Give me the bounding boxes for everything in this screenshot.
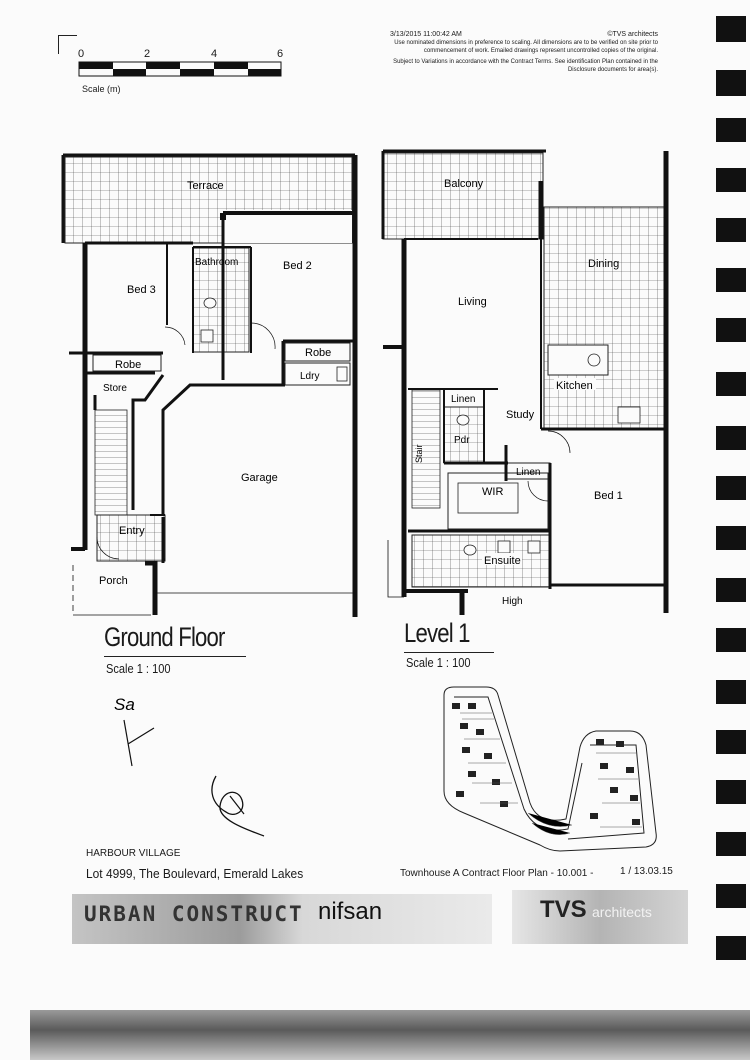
label-terrace: Terrace — [187, 180, 224, 192]
label-garage: Garage — [241, 472, 278, 484]
label-ldry: Ldry — [300, 371, 319, 382]
label-dining: Dining — [588, 258, 619, 270]
scan-edge — [30, 1010, 750, 1060]
plan-revision: 1 / 13.03.15 — [620, 866, 673, 877]
plan-title: Townhouse A Contract Floor Plan - 10.001… — [400, 868, 594, 879]
label-bed1: Bed 1 — [594, 490, 623, 502]
ensuite-floor — [411, 534, 551, 588]
robe-right — [284, 342, 351, 362]
label-store: Store — [103, 383, 127, 394]
label-entry: Entry — [119, 525, 145, 537]
ground-floor-plan: Terrace Bathroom Bed 2 Bed 3 Robe Robe L… — [61, 153, 358, 617]
scale-tick-2: 2 — [144, 48, 151, 60]
label-balcony: Balcony — [444, 178, 484, 190]
label-linen-1: Linen — [451, 394, 475, 405]
scale-label: Scale (m) — [82, 84, 121, 94]
wir-box — [447, 472, 549, 530]
gf-basin — [200, 329, 214, 343]
note-line-1: Use nominated dimensions in preference t… — [394, 40, 658, 46]
note-line-3: Subject to Variations in accordance with… — [393, 59, 658, 65]
note-line-2: commencement of work. Emailed drawings r… — [423, 48, 658, 54]
logo-band-left — [72, 894, 492, 944]
scale-tick-0: 0 — [78, 48, 85, 60]
corner-mark — [58, 35, 77, 54]
handwritten-initials: Sa — [114, 695, 265, 837]
entry-floor — [96, 514, 166, 562]
label-ensuite: Ensuite — [484, 555, 521, 567]
header-notes: 3/13/2015 11:00:42 AM ©TVS architects Us… — [390, 30, 658, 74]
label-robe-2: Robe — [305, 347, 331, 359]
ground-floor-title-underline — [104, 656, 246, 657]
ldry-tub — [336, 366, 348, 382]
tvs-logo-sub: architects — [592, 904, 652, 920]
dining-floor — [543, 206, 665, 430]
level1-scale: Scale 1 : 100 — [406, 655, 471, 670]
site-plan-thumbnail — [443, 686, 657, 852]
stair-treads — [411, 389, 441, 509]
ground-floor-scale: Scale 1 : 100 — [106, 661, 171, 676]
ensuite-basin-2 — [527, 540, 541, 554]
project-name: HARBOUR VILLAGE — [86, 848, 181, 859]
label-bed3: Bed 3 — [127, 284, 156, 296]
level1-plan: Balcony Living Dining Kitchen Linen Stud… — [381, 149, 669, 615]
pdr-toilet — [456, 414, 470, 426]
scale-tick-6: 6 — [277, 48, 284, 60]
level1-title-underline — [404, 652, 494, 653]
tvs-logo: TVS — [540, 896, 587, 923]
ground-floor-title: Ground Floor — [104, 622, 225, 652]
urban-construct-logo: URBAN CONSTRUCT — [84, 902, 304, 926]
level1-title: Level 1 — [404, 618, 470, 648]
logo-strip: URBAN CONSTRUCT nifsan TVS architects — [72, 888, 688, 944]
label-porch: Porch — [99, 575, 128, 587]
balcony-floor — [382, 152, 544, 240]
label-linen-2: Linen — [516, 467, 540, 478]
label-high: High — [502, 596, 523, 607]
gf-toilet — [203, 297, 217, 309]
scale-tick-4: 4 — [211, 48, 218, 60]
ensuite-label-bg — [482, 553, 522, 565]
terrace-cutout — [223, 210, 352, 243]
binder-holes — [712, 0, 750, 1000]
copyright-text: ©TVS architects — [607, 31, 658, 38]
cooktop — [617, 406, 641, 424]
nifsan-logo: nifsan — [318, 898, 383, 925]
label-living: Living — [458, 296, 487, 308]
kitchen-label-bg — [554, 378, 596, 390]
label-bed2: Bed 2 — [283, 260, 312, 272]
label-wir: WIR — [482, 486, 503, 498]
label-study: Study — [506, 409, 535, 421]
ensuite-basin-1 — [497, 540, 511, 554]
ensuite-toilet — [463, 544, 477, 556]
note-line-4: Disclosure documents for area(s). — [567, 67, 658, 73]
scale-bar: 0 2 4 6 Scale (m) — [78, 44, 288, 94]
label-bathroom: Bathroom — [195, 257, 238, 268]
store-stairs — [94, 409, 128, 516]
kitchen-sink — [587, 353, 601, 367]
ldry-area — [284, 362, 351, 386]
handwritten-initials-text: Sa — [114, 695, 135, 714]
lot-address: Lot 4999, The Boulevard, Emerald Lakes — [86, 866, 304, 881]
logo-band-right — [512, 890, 688, 944]
label-stair: Stair — [414, 444, 424, 463]
robe-left — [92, 354, 162, 372]
wir-shelf — [457, 482, 519, 514]
label-robe-1: Robe — [115, 359, 141, 371]
print-timestamp: 3/13/2015 11:00:42 AM — [390, 31, 462, 38]
label-pdr: Pdr — [454, 435, 470, 446]
label-kitchen: Kitchen — [556, 380, 593, 392]
